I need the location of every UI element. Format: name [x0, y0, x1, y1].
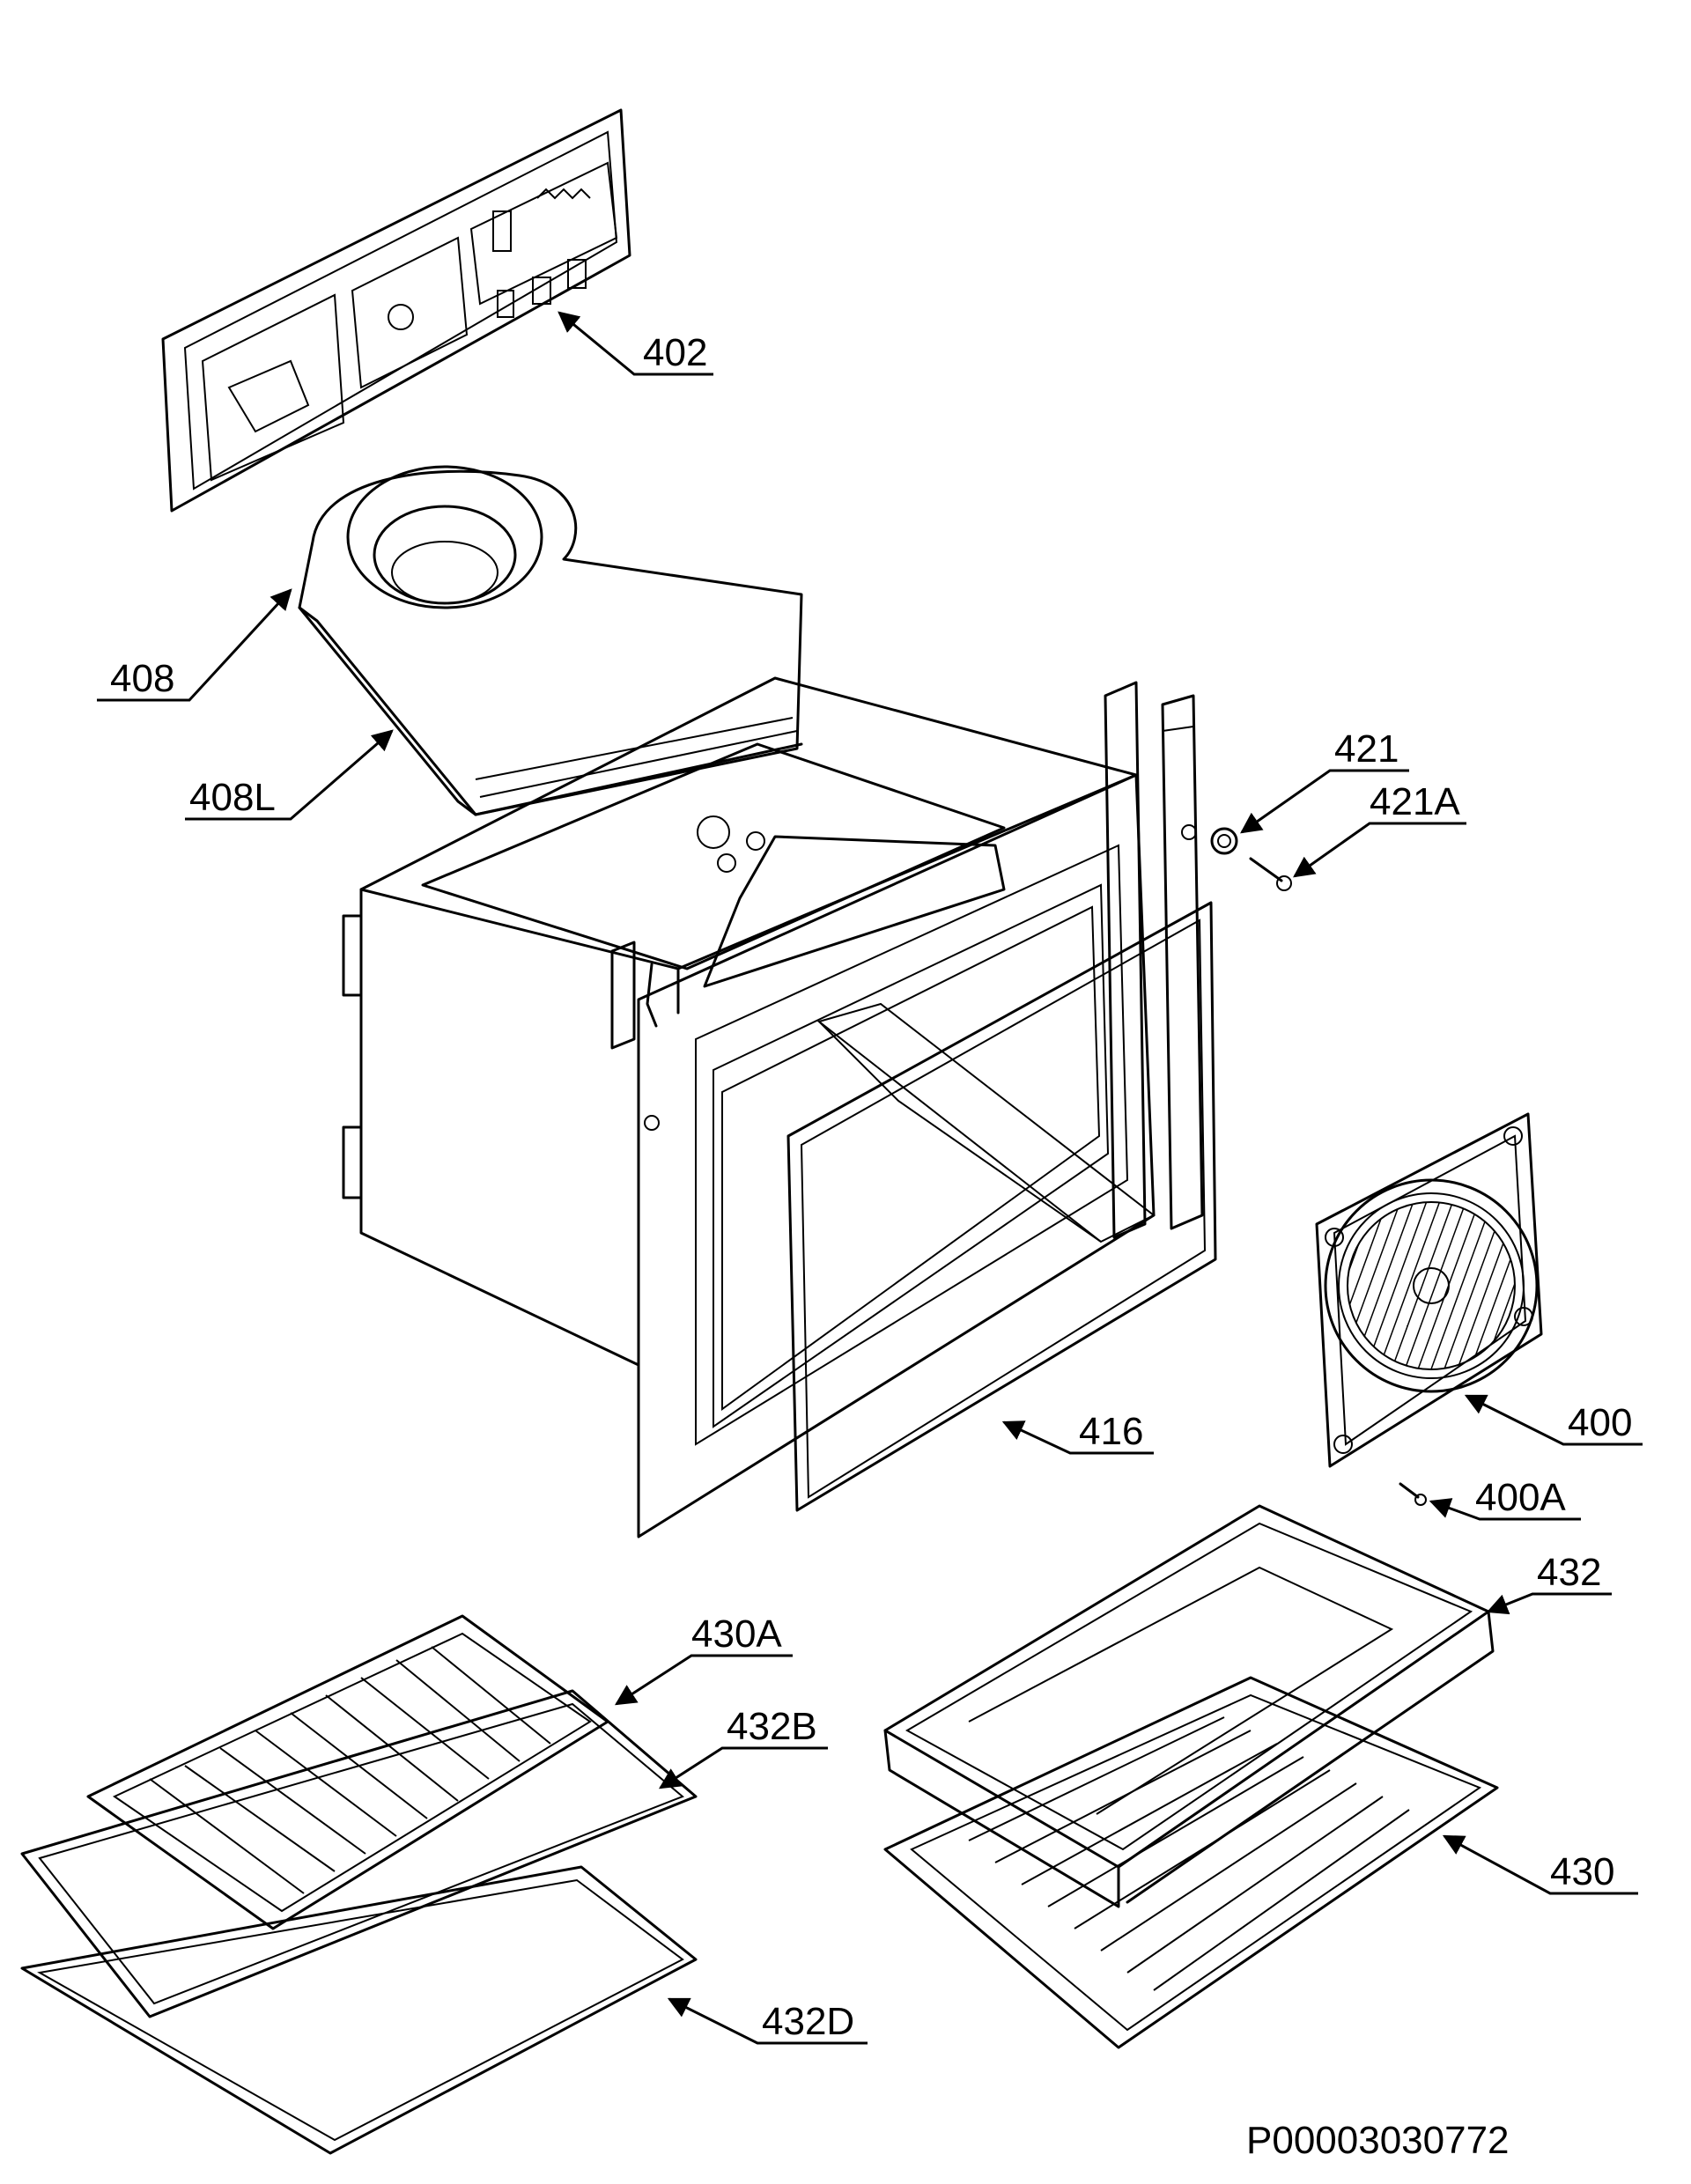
callout-label: 416 — [1079, 1410, 1143, 1453]
part-tray-seal — [20, 1865, 698, 2155]
part-wire-shelf — [86, 1614, 609, 1930]
part-rear-panel — [161, 108, 631, 513]
callout-402: 402 — [558, 311, 713, 376]
callout-400: 400 — [1464, 1394, 1643, 1446]
callout-label: 421A — [1370, 780, 1460, 823]
callout-432B: 432B — [658, 1705, 828, 1789]
callout-label: 432 — [1537, 1551, 1601, 1594]
callout-label: 432D — [762, 2000, 854, 2043]
callout-421: 421 — [1240, 727, 1409, 834]
callout-label: 408 — [110, 657, 174, 700]
callout-432: 432 — [1486, 1551, 1612, 1615]
part-fan-cover — [298, 465, 803, 816]
part-fan-plate — [1315, 1112, 1543, 1468]
callout-label: 432B — [727, 1705, 817, 1748]
callout-416: 416 — [1001, 1410, 1154, 1455]
callout-432D: 432D — [667, 1997, 868, 2045]
part-screw-400a — [1399, 1482, 1427, 1506]
callout-label: 400 — [1568, 1401, 1632, 1444]
callout-408: 408 — [97, 588, 292, 702]
document-code: P00003030772 — [1246, 2119, 1510, 2162]
callout-400A: 400A — [1429, 1476, 1581, 1521]
callout-label: 430 — [1550, 1850, 1614, 1893]
part-oven-cavity — [342, 676, 1204, 1538]
callout-408L: 408L — [185, 729, 394, 821]
callout-430: 430 — [1442, 1834, 1638, 1895]
callout-label: 400A — [1475, 1476, 1566, 1519]
part-screws-421 — [1210, 827, 1292, 891]
callout-label: 408L — [189, 776, 276, 819]
callout-label: 421 — [1334, 727, 1399, 771]
callout-label: 430A — [691, 1612, 782, 1656]
callout-label: 402 — [643, 331, 707, 374]
callout-421A: 421A — [1293, 780, 1466, 878]
callout-430A: 430A — [614, 1612, 793, 1706]
part-door-seal — [786, 901, 1217, 1512]
part-oven-rack — [883, 1676, 1499, 2049]
part-baking-tray — [20, 1689, 698, 2018]
